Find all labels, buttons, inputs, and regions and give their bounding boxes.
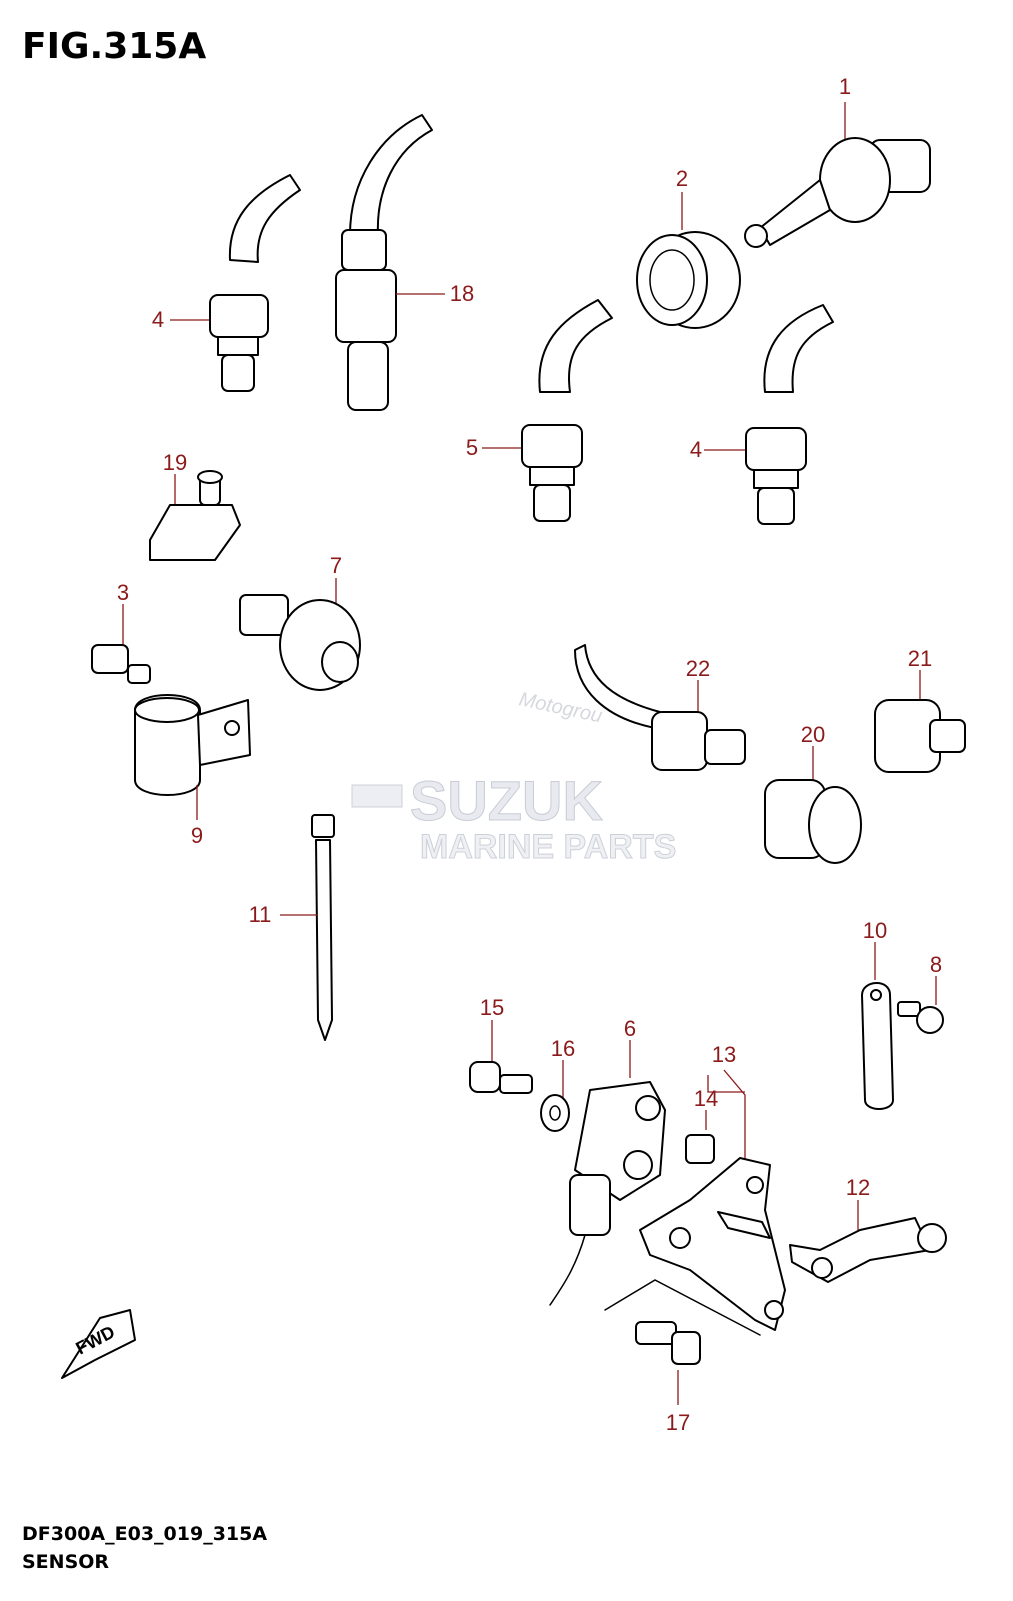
callout-12: 12 (846, 1175, 870, 1200)
part-12-link (789, 1200, 947, 1283)
part-7-pressure-sensor (239, 578, 361, 691)
callout-3: 3 (117, 580, 129, 605)
callout-13: 13 (712, 1042, 736, 1067)
callout-8: 8 (930, 952, 942, 977)
watermark-brand: SUZUK (410, 769, 603, 832)
part-18-sensor (335, 114, 445, 411)
part-1-sensor (744, 102, 931, 248)
part-19-clip (149, 470, 241, 561)
callout-18: 18 (450, 281, 474, 306)
part-2-grommet (636, 192, 741, 329)
callout-4b: 4 (690, 437, 702, 462)
callout-17: 17 (666, 1410, 690, 1435)
callout-4a: 4 (152, 307, 164, 332)
fwd-arrow-icon: FWD (61, 1309, 136, 1379)
callout-2: 2 (676, 166, 688, 191)
callout-7: 7 (330, 553, 342, 578)
part-16-washer (540, 1060, 570, 1132)
callout-22: 22 (686, 656, 710, 681)
callout-21: 21 (908, 646, 932, 671)
part-10-strap (861, 942, 894, 1110)
watermark-subtitle: MARINE PARTS (420, 828, 676, 866)
callout-10: 10 (863, 918, 887, 943)
watermark: Motogrou SUZUK MARINE PARTS (351, 688, 677, 867)
callout-20: 20 (801, 722, 825, 747)
part-20-plug (764, 746, 862, 864)
part-17-bolt (604, 1279, 761, 1405)
callout-1: 1 (839, 74, 851, 99)
callout-19: 19 (163, 450, 187, 475)
callout-14: 14 (694, 1086, 718, 1111)
part-14-nut (685, 1110, 715, 1164)
part-4-temp-sensor (170, 174, 301, 392)
footer-code: DF300A_E03_019_315A (22, 1523, 267, 1545)
part-9-clamp (134, 694, 251, 820)
callout-16: 16 (551, 1036, 575, 1061)
part-11-cable-tie (280, 814, 335, 1041)
part-3-bolt (91, 604, 151, 684)
part-4-temp-sensor-right (704, 304, 834, 525)
callout-15: 15 (480, 995, 504, 1020)
part-6-throttle-sensor (549, 1040, 666, 1306)
watermark-logo-icon (351, 784, 403, 808)
callout-9: 9 (191, 823, 203, 848)
part-15-bolt (469, 1020, 533, 1094)
part-21-fitting (874, 670, 966, 773)
callout-11: 11 (249, 902, 272, 927)
callout-labels: 1 2 3 4 4 5 6 7 8 9 10 11 12 13 14 15 16… (117, 74, 942, 1435)
part-5-sensor (482, 299, 613, 522)
part-13-bracket (639, 1069, 786, 1331)
figure-title: FIG.315A (22, 26, 206, 67)
footer-name: SENSOR (22, 1551, 109, 1573)
part-22-sensor (574, 644, 746, 771)
callout-6: 6 (624, 1016, 636, 1041)
part-8-screw (897, 976, 944, 1034)
callout-5: 5 (466, 435, 478, 460)
